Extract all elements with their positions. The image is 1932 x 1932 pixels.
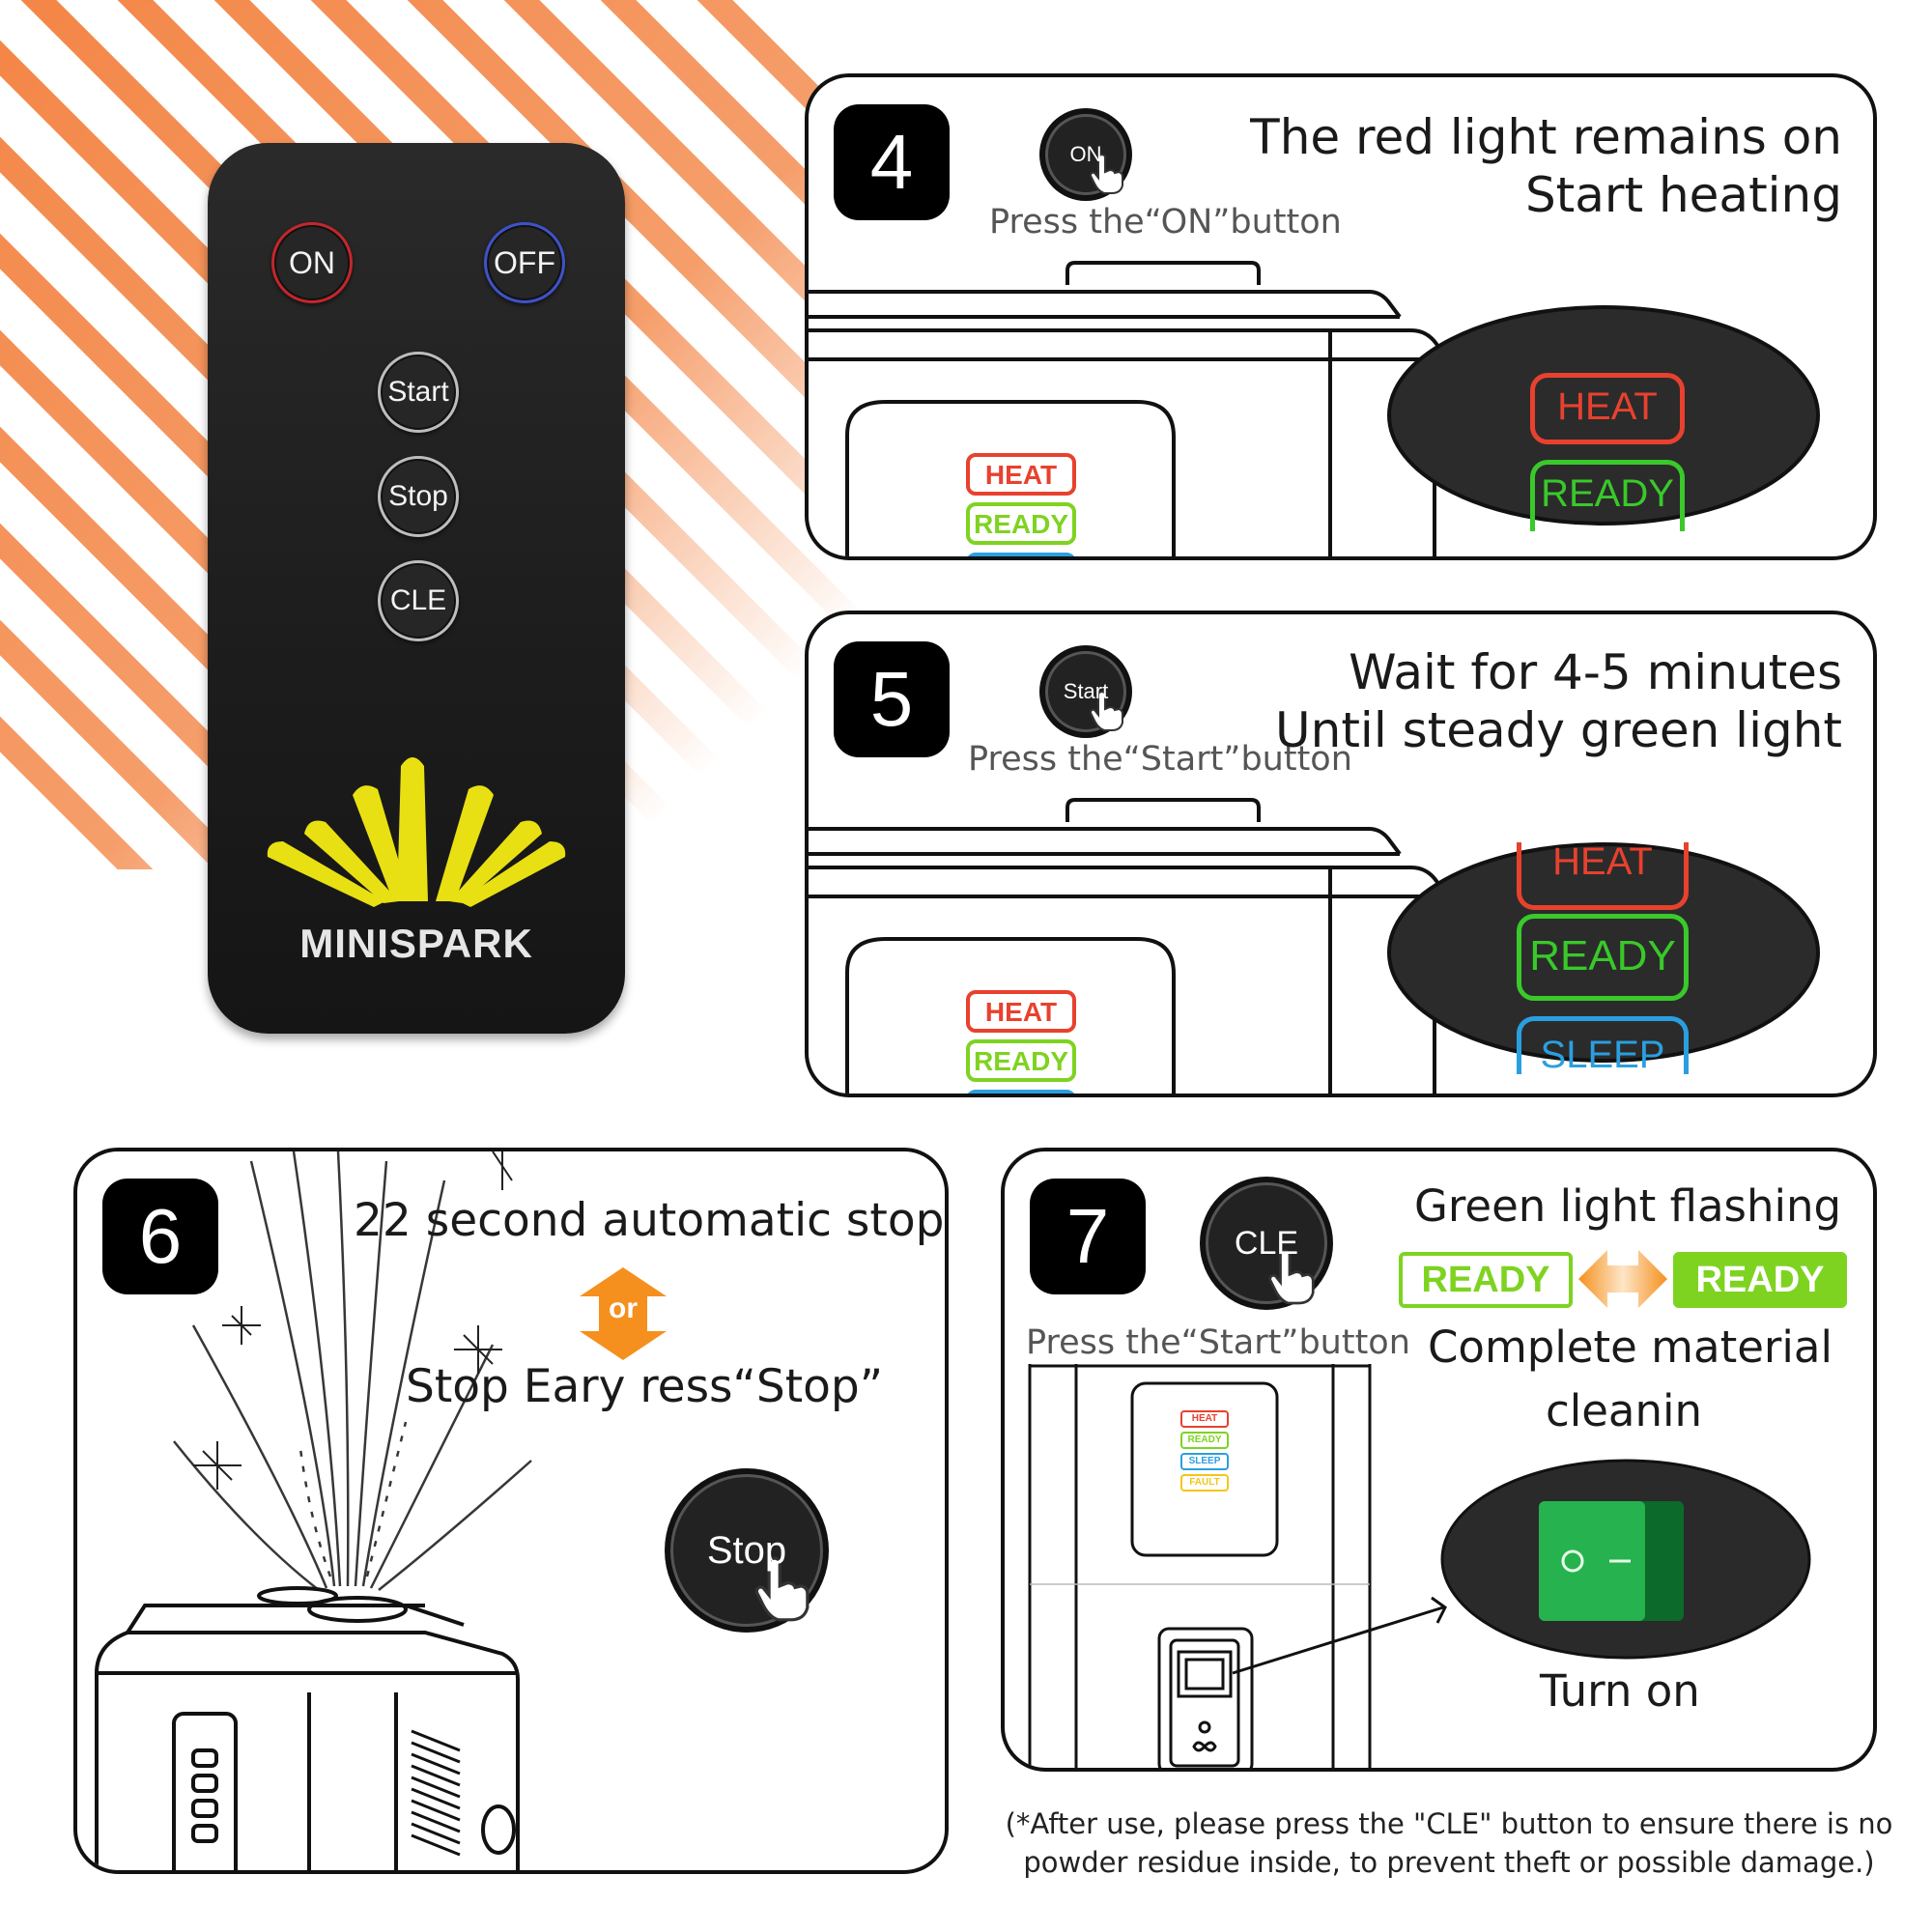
zoom-sleep-led: SLEEP (1517, 1016, 1689, 1074)
stop-button-label: Stop (706, 1528, 787, 1572)
step-5-line-2: Until steady green light (1275, 702, 1842, 758)
remote-off-button[interactable]: OFF (484, 222, 565, 303)
step-4-panel: 4 ON Press the“ON”button The red light r… (805, 73, 1877, 560)
step-4-line-2: Start heating (1524, 167, 1842, 223)
ready-chip-outline: READY (1399, 1252, 1573, 1308)
cle-button-label: CLE (1234, 1224, 1299, 1262)
fountain-machine-illustration (95, 1151, 532, 1870)
step-7-panel: 7 CLE Press the“Start”button Green light… (1001, 1148, 1877, 1772)
pointer-hand-icon (1089, 691, 1123, 731)
device-led-sleep: SLEEP (1180, 1453, 1229, 1470)
zoom-ready-led: READY (1517, 914, 1689, 1001)
led-sleep-label (966, 553, 1076, 556)
step-4-line-1: The red light remains on (1250, 109, 1842, 165)
step-7-instruction: Press the“Start”button (1026, 1323, 1410, 1362)
pointer-hand-icon (754, 1556, 810, 1622)
device-outline (809, 261, 1820, 556)
step-6-panel: 6 22 second automatic stop or Stop Eary … (73, 1148, 949, 1874)
step-5-panel: 5 Start Press the“Start”button Wait for … (805, 611, 1877, 1097)
step-number: 4 (834, 104, 950, 220)
remote-start-button[interactable]: Start (378, 352, 459, 433)
step-4-instruction: Press the“ON”button (989, 203, 1342, 242)
led-heat-label: HEAT (966, 453, 1076, 496)
remote-control: ON OFF Start Stop CLE MINISPARK (208, 143, 625, 1034)
step-7-line-1: Green light flashing (1414, 1180, 1842, 1232)
remote-cle-button[interactable]: CLE (378, 560, 459, 641)
on-button[interactable]: ON (1045, 114, 1126, 195)
step-7-line-2b: cleanin (1546, 1385, 1703, 1436)
led-ready-label: READY (966, 502, 1076, 545)
footnote-line-1: (*After use, please press the "CLE" butt… (1005, 1807, 1893, 1840)
led-heat-label: HEAT (966, 990, 1076, 1033)
double-arrow-icon (580, 1267, 667, 1360)
start-button-label: Start (1063, 679, 1109, 703)
step-7-line-2a: Complete material (1428, 1321, 1833, 1373)
spark-logo-icon (267, 757, 566, 907)
device-front-illustration (1028, 1364, 1811, 1768)
step-number: 7 (1030, 1179, 1146, 1294)
device-led-ready: READY (1180, 1432, 1229, 1449)
device-outline (809, 798, 1820, 1094)
footnote-line-2: powder residue inside, to prevent theft … (1023, 1846, 1875, 1879)
pointer-hand-icon (1268, 1249, 1315, 1305)
flash-arrow-icon (1578, 1250, 1667, 1308)
turn-on-label: Turn on (1540, 1665, 1700, 1717)
remote-on-button[interactable]: ON (271, 222, 353, 303)
zoom-heat-led: HEAT (1517, 842, 1689, 910)
footnote: (*After use, please press the "CLE" butt… (1005, 1804, 1893, 1882)
zoom-ready-led: READY (1530, 460, 1685, 531)
remote-stop-button[interactable]: Stop (378, 456, 459, 537)
device-led-heat: HEAT (1180, 1410, 1229, 1428)
ready-chip-filled: READY (1673, 1252, 1847, 1308)
device-led-fault: FAULT (1180, 1474, 1229, 1492)
zoom-heat-led: HEAT (1530, 373, 1685, 444)
led-sleep-label (966, 1090, 1076, 1094)
step-number: 5 (834, 641, 950, 757)
step-5-instruction: Press the“Start”button (968, 740, 1352, 779)
or-label: or (609, 1293, 638, 1324)
step-6-line-2: Stop Eary ress“Stop” (406, 1360, 884, 1413)
led-ready-label: READY (966, 1039, 1076, 1082)
on-button-label: ON (1069, 142, 1102, 166)
brand-name: MINISPARK (299, 921, 533, 966)
step-5-line-1: Wait for 4-5 minutes (1349, 644, 1842, 700)
pointer-hand-icon (1089, 154, 1123, 194)
step-6-line-1: 22 second automatic stop (354, 1194, 945, 1247)
step-number: 6 (102, 1179, 218, 1294)
